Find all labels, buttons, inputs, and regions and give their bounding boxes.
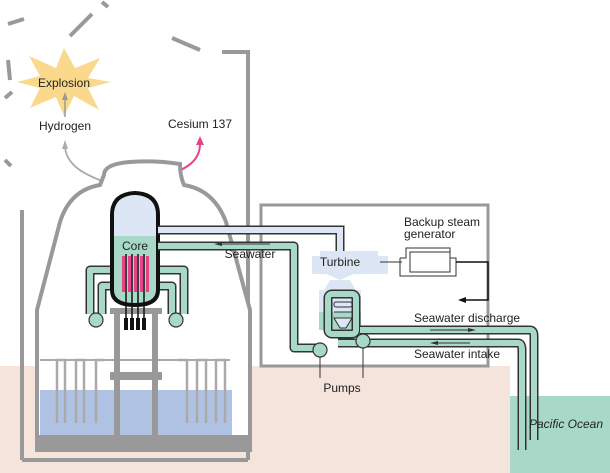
seawater-intake-label: Seawater intake xyxy=(414,347,500,361)
turbine-label: Turbine xyxy=(320,255,361,269)
core-label: Core xyxy=(122,239,148,253)
pump-right xyxy=(355,333,371,349)
recirc-pump-right xyxy=(168,312,184,328)
hydrogen-label: Hydrogen xyxy=(39,119,91,133)
control-rod-drives xyxy=(124,318,146,330)
backup-generator-label-line1: Backup steam xyxy=(404,215,480,229)
backup-generator-label-line2: generator xyxy=(404,227,455,241)
pacific-ocean-label: Pacific Ocean xyxy=(529,417,603,431)
explosion-star xyxy=(17,48,111,116)
recirculation-loops xyxy=(85,265,189,314)
pump-left xyxy=(312,342,328,358)
recirc-pump-left xyxy=(88,312,104,328)
cesium-label: Cesium 137 xyxy=(168,117,232,131)
reactor-support xyxy=(110,308,162,436)
generator-output-arrow xyxy=(456,261,489,301)
seawater-discharge-label: Seawater discharge xyxy=(414,311,520,325)
explosion-label: Explosion xyxy=(38,76,90,90)
fuel-rods xyxy=(122,256,149,292)
control-rods xyxy=(125,254,145,318)
seawater-label: Seawater xyxy=(225,247,276,261)
suppression-pool xyxy=(40,390,232,435)
condenser-neck xyxy=(324,280,356,290)
backup-generator xyxy=(409,251,451,273)
pumps-label: Pumps xyxy=(323,381,360,395)
pacific-ocean xyxy=(510,396,610,473)
